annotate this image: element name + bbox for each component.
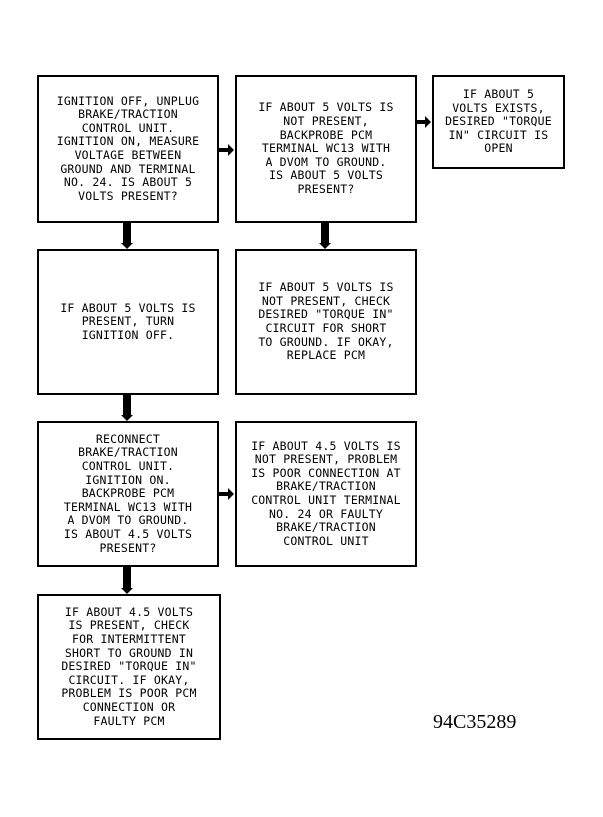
step-text: IGNITION OFF, UNPLUG BRAKE/TRACTION CONT… [56,93,200,203]
step-box-ignition-off: IF ABOUT 5 VOLTS IS PRESENT, TURN IGNITI… [37,249,219,395]
connector-b1-b4 [123,223,131,244]
step-text: RECONNECT BRAKE/TRACTION CONTROL UNIT. I… [63,431,193,555]
result-box-intermittent-short: IF ABOUT 4.5 VOLTS IS PRESENT, CHECK FOR… [37,594,221,740]
figure-id: 94C35289 [433,711,517,733]
arrow-down-b1-b4 [121,243,133,249]
step-text: IF ABOUT 5 VOLTS IS NOT PRESENT, BACKPRO… [258,100,394,196]
arrow-down-b4-b6 [121,415,133,421]
step-box-reconnect-backprobe: RECONNECT BRAKE/TRACTION CONTROL UNIT. I… [37,421,219,567]
connector-b6-b8 [123,567,131,589]
step-text: IF ABOUT 5 VOLTS IS NOT PRESENT, CHECK D… [258,280,394,363]
arrow-right-b2-b3 [425,116,431,128]
connector-b4-b6 [123,395,131,416]
connector-b1-b2 [219,148,229,152]
result-box-circuit-open: IF ABOUT 5 VOLTS EXISTS, DESIRED "TORQUE… [432,75,565,169]
step-box-backprobe-pcm-5v: IF ABOUT 5 VOLTS IS NOT PRESENT, BACKPRO… [235,75,417,223]
arrow-down-b2-b5 [319,243,331,249]
step-text: IF ABOUT 5 VOLTS IS PRESENT, TURN IGNITI… [60,300,196,342]
arrow-right-b6-b7 [228,488,234,500]
connector-b6-b7 [219,492,229,496]
arrow-right-b1-b2 [228,144,234,156]
step-text: IF ABOUT 4.5 VOLTS IS NOT PRESENT, PROBL… [251,438,401,548]
step-box-measure-terminal-24: IGNITION OFF, UNPLUG BRAKE/TRACTION CONT… [37,75,219,223]
step-text: IF ABOUT 5 VOLTS EXISTS, DESIRED "TORQUE… [445,87,552,156]
result-box-replace-pcm: IF ABOUT 5 VOLTS IS NOT PRESENT, CHECK D… [235,249,417,395]
arrow-down-b6-b8 [121,588,133,594]
result-box-faulty-control-unit: IF ABOUT 4.5 VOLTS IS NOT PRESENT, PROBL… [235,421,417,567]
connector-b2-b3 [417,120,426,124]
step-text: IF ABOUT 4.5 VOLTS IS PRESENT, CHECK FOR… [61,604,197,728]
connector-b2-b5 [321,223,329,244]
